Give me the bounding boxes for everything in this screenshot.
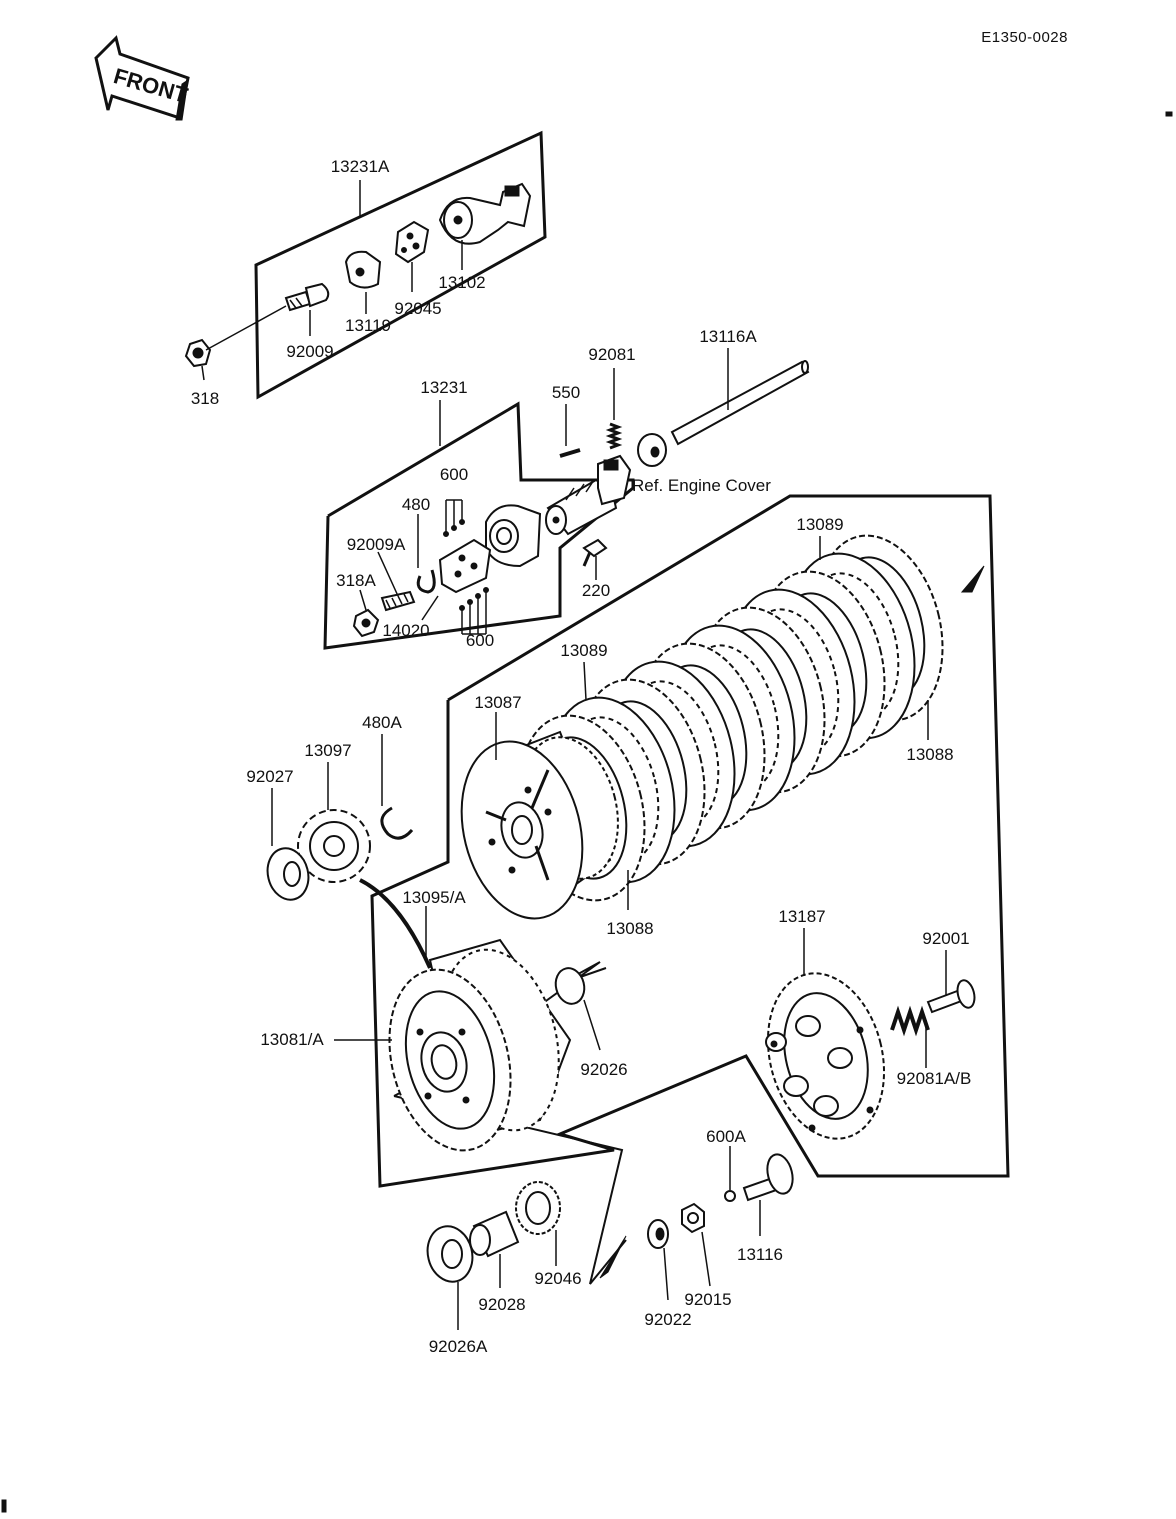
label-318: 318: [191, 389, 219, 408]
label-13231a: 13231A: [331, 157, 390, 176]
balls-600-top: [443, 499, 465, 537]
label-13087: 13087: [474, 693, 521, 712]
label-92009a: 92009A: [347, 535, 406, 554]
link-line: [359, 878, 432, 969]
label-480: 480: [402, 495, 430, 514]
label-13116: 13116: [737, 1245, 783, 1264]
label-550: 550: [552, 383, 580, 402]
washer-92027: [266, 847, 310, 901]
ref-engine-cover-note: Ref. Engine Cover: [632, 476, 771, 495]
label-13116a: 13116A: [699, 327, 757, 346]
release-lever-13102: [438, 182, 532, 245]
bolt-92001: [926, 979, 976, 1014]
label-600-bottom: 600: [466, 631, 494, 650]
rod-13116a: [637, 360, 810, 467]
washer-92026a: [426, 1225, 474, 1283]
label-92026a: 92026A: [429, 1337, 488, 1356]
circlip-480: [416, 569, 436, 594]
label-92009: 92009: [286, 342, 333, 361]
washer-92026: [554, 967, 586, 1005]
holder-plate: [438, 538, 492, 594]
margin-mark: [1, 1499, 7, 1513]
sleeve-92028: [469, 1210, 520, 1258]
label-600-top: 600: [440, 465, 468, 484]
cam-13119: [344, 250, 382, 289]
label-92022: 92022: [644, 1310, 691, 1329]
label-92081: 92081: [588, 345, 635, 364]
circlip-480a: [380, 806, 414, 840]
gear-13097: [297, 809, 371, 883]
label-92026: 92026: [580, 1060, 627, 1079]
label-13088-low: 13088: [606, 919, 653, 938]
clutch-housing-13081a: [388, 938, 572, 1152]
pushrod-13116: [742, 1153, 794, 1202]
label-92015: 92015: [684, 1290, 731, 1309]
label-13231: 13231: [420, 378, 467, 397]
label-92027: 92027: [246, 767, 293, 786]
label-92081ab: 92081A/B: [897, 1069, 972, 1088]
front-arrow-icon: FRONT: [94, 35, 191, 121]
label-220: 220: [582, 581, 610, 600]
label-318a: 318A: [336, 571, 376, 590]
label-13088-right: 13088: [906, 745, 953, 764]
document-code: E1350-0028: [981, 29, 1068, 46]
spring-92081: [605, 422, 623, 450]
margin-mark: [1165, 111, 1173, 117]
plate-92045: [394, 220, 430, 264]
bolt-220: [582, 538, 608, 567]
label-480a: 480A: [362, 713, 402, 732]
balls-600-bottom: [459, 587, 489, 635]
pointer-arrow-icon: [960, 565, 985, 593]
clutch-hub-13087: [460, 730, 619, 920]
stud-92009a: [380, 590, 416, 612]
assembly-13231-frame: [323, 400, 635, 650]
nut-318: [184, 338, 212, 368]
assembly-13231a-frame: [254, 130, 547, 400]
pin-550: [559, 448, 581, 458]
label-13089-top: 13089: [796, 515, 843, 534]
label-92046: 92046: [534, 1269, 581, 1288]
label-13081a: 13081/A: [260, 1030, 324, 1049]
needle-bearing-92046: [515, 1181, 561, 1235]
label-13187: 13187: [778, 907, 825, 926]
housing-14020: [485, 504, 542, 568]
nut-318a: [352, 608, 380, 638]
pointer-arrow-icon: [599, 1235, 627, 1279]
nut-92015: [681, 1202, 705, 1234]
label-13089-mid: 13089: [560, 641, 607, 660]
label-13097: 13097: [304, 741, 351, 760]
label-13119: 13119: [345, 316, 391, 335]
ball-600a: [724, 1190, 736, 1202]
spring-92081ab: [890, 1005, 930, 1037]
release-shaft: [545, 454, 632, 536]
label-600a: 600A: [706, 1127, 746, 1146]
pressure-plate-13187: [765, 972, 886, 1140]
label-13095a: 13095/A: [402, 888, 466, 907]
label-92045: 92045: [394, 299, 441, 318]
label-92001: 92001: [922, 929, 969, 948]
washer-92022: [647, 1219, 669, 1249]
clutch-group-frame: [370, 494, 1010, 1188]
label-14020: 14020: [382, 621, 429, 640]
screw-92009: [284, 282, 330, 312]
label-13102: 13102: [438, 273, 485, 292]
label-92028: 92028: [478, 1295, 525, 1314]
